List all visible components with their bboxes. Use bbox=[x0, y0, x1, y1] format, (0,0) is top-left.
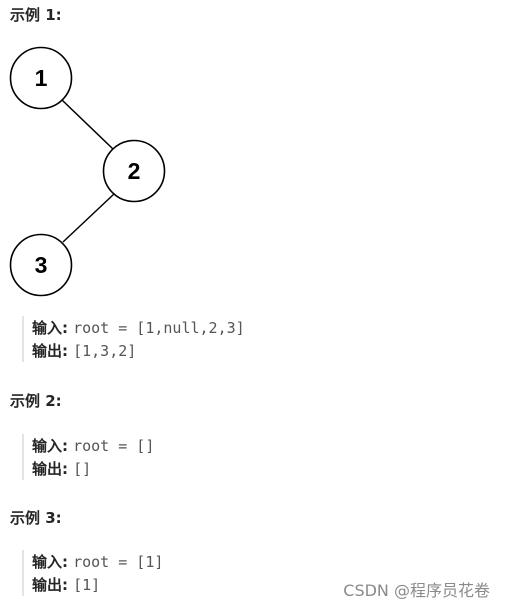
example-2-heading: 示例 2: bbox=[10, 392, 62, 410]
example-1-output-line: 输出: [1,3,2] bbox=[32, 339, 432, 362]
example-2-input-line: 输入: root = [] bbox=[32, 434, 432, 457]
example-3-input-value: root = [1] bbox=[73, 553, 164, 571]
binary-tree-diagram: 1 2 3 bbox=[9, 46, 166, 297]
tree-edge-1-2 bbox=[61, 99, 114, 150]
example-1-output-value: [1,3,2] bbox=[73, 342, 137, 360]
csdn-watermark: CSDN @程序员花卷 bbox=[343, 581, 490, 600]
example-2-io-block: 输入: root = [] 输出: [] bbox=[22, 434, 432, 480]
tree-node-2-circle bbox=[102, 139, 166, 203]
tree-node-2-label: 2 bbox=[128, 158, 141, 184]
example-1-io-block: 输入: root = [1,null,2,3] 输出: [1,3,2] bbox=[22, 316, 432, 362]
example-2-output-label: 输出: bbox=[32, 460, 68, 478]
example-1-input-value: root = [1,null,2,3] bbox=[73, 319, 245, 337]
tree-node-1-label: 1 bbox=[35, 65, 48, 91]
tree-edge-2-3 bbox=[62, 193, 115, 243]
example-3-input-line: 输入: root = [1] bbox=[32, 550, 432, 573]
tree-node-3-label: 3 bbox=[35, 252, 48, 278]
example-2-output-value: [] bbox=[73, 460, 92, 478]
example-3-io-block: 输入: root = [1] 输出: [1] bbox=[22, 550, 432, 596]
example-2-output-line: 输出: [] bbox=[32, 457, 432, 480]
example-2-input-value: root = [] bbox=[73, 437, 155, 455]
example-2-input-label: 输入: bbox=[32, 437, 68, 455]
example-3-output-value: [1] bbox=[73, 576, 101, 594]
example-3-input-label: 输入: bbox=[32, 553, 68, 571]
example-3-output-label: 输出: bbox=[32, 576, 68, 594]
example-1-heading: 示例 1: bbox=[10, 6, 62, 24]
example-1-input-line: 输入: root = [1,null,2,3] bbox=[32, 316, 432, 339]
example-3-output-line: 输出: [1] bbox=[32, 573, 432, 596]
example-1-input-label: 输入: bbox=[32, 319, 68, 337]
tree-node-3-circle bbox=[9, 233, 73, 297]
tree-node-1-circle bbox=[9, 46, 73, 110]
example-1-output-label: 输出: bbox=[32, 342, 68, 360]
example-3-heading: 示例 3: bbox=[10, 509, 62, 527]
